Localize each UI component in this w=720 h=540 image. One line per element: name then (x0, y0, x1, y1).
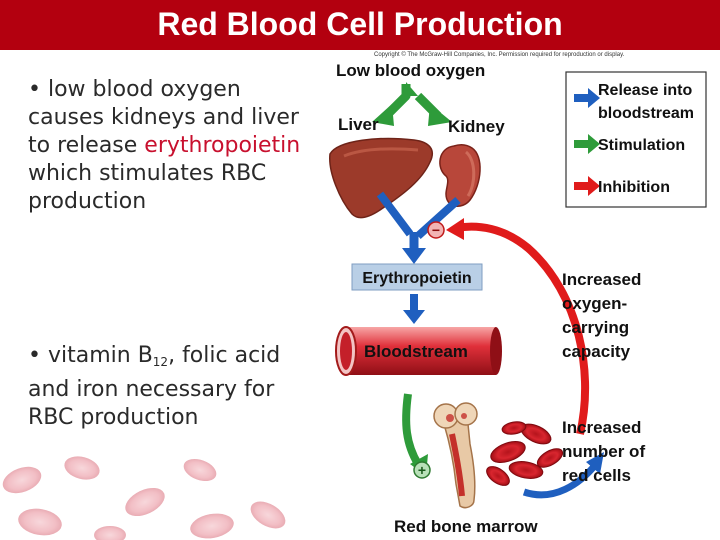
capacity-line-3: carrying (562, 318, 629, 337)
low-blood-oxygen-label: Low blood oxygen (336, 61, 485, 80)
title-bar (0, 0, 720, 50)
bullet-1-text-end: which stimulates RBC production (28, 161, 267, 214)
capacity-line-2: oxygen- (562, 294, 627, 313)
stimulation-plus-sign (413, 461, 431, 479)
release-arrow-red-cells (522, 461, 599, 499)
red-cells-line-2: number of (562, 442, 645, 461)
inhibition-minus-sign (427, 221, 445, 239)
bullet-vitamins: • vitamin B12, folic acid and iron neces… (28, 342, 318, 432)
inhibition-feedback-arrow (455, 222, 590, 435)
legend-release-line-2: bloodstream (598, 105, 694, 122)
legend-stimulation-arrow (574, 134, 600, 154)
rbc-production-diagram: Copyright © The McGraw-Hill Companies, I… (329, 51, 707, 536)
kidney-label: Kidney (448, 117, 505, 136)
legend-inhibition-label: Inhibition (598, 179, 670, 196)
legend-inhibition-arrow (574, 176, 600, 196)
erythropoietin-label: Erythropoietin (362, 270, 471, 287)
bullet-erythropoietin: • low blood oxygen causes kidneys and li… (28, 76, 318, 216)
red-cells-line-3: red cells (562, 466, 631, 485)
legend-release-arrow (574, 88, 600, 108)
stimulation-arrow-marrow (402, 393, 422, 467)
legend-stimulation-label: Stimulation (598, 137, 685, 154)
inhibition-arrow-head (446, 218, 464, 240)
capacity-label: Increased oxygen- carrying capacity (562, 270, 641, 361)
legend-release-line-1: Release into (598, 82, 692, 99)
liver-label: Liver (338, 115, 379, 134)
bullet-1-text-start: low blood oxygen causes kidneys and live… (28, 77, 299, 158)
bloodstream-label: Bloodstream (364, 342, 468, 361)
bullet-marker: • (28, 343, 41, 368)
bloodstream-vessel (335, 326, 502, 376)
legend: Release into bloodstream Stimulation Inh… (565, 71, 707, 208)
erythropoietin-box (351, 263, 483, 291)
release-arrow-erythropoietin (376, 191, 461, 264)
slide-title: Red Blood Cell Production (157, 6, 563, 42)
bullet-2-text-end: , folic acid and iron necessary for RBC … (28, 343, 281, 430)
capacity-line-1: Increased (562, 270, 641, 289)
capacity-line-4: capacity (562, 342, 631, 361)
red-bone-marrow-label: Red bone marrow (394, 517, 538, 536)
bone-marrow-illustration (433, 402, 478, 509)
bullet-1-highlight: erythropoietin (144, 133, 301, 158)
copyright-notice: Copyright © The McGraw-Hill Companies, I… (374, 51, 625, 58)
red-cells-label: Increased number of red cells (562, 418, 645, 485)
release-arrow-head (403, 310, 425, 324)
bullet-2-subscript: 12 (152, 355, 169, 369)
decorative-blood-cells (2, 456, 286, 540)
bullet-marker: • (28, 77, 41, 102)
minus-symbol: − (432, 222, 440, 238)
red-cells-line-1: Increased (562, 418, 641, 437)
stimulation-arrows-to-organs (372, 82, 452, 126)
red-blood-cells (486, 421, 564, 486)
bullet-2-text-start: vitamin B (47, 343, 153, 368)
plus-symbol: + (418, 462, 426, 478)
liver-illustration (329, 137, 434, 219)
release-arrow-head (586, 452, 604, 474)
